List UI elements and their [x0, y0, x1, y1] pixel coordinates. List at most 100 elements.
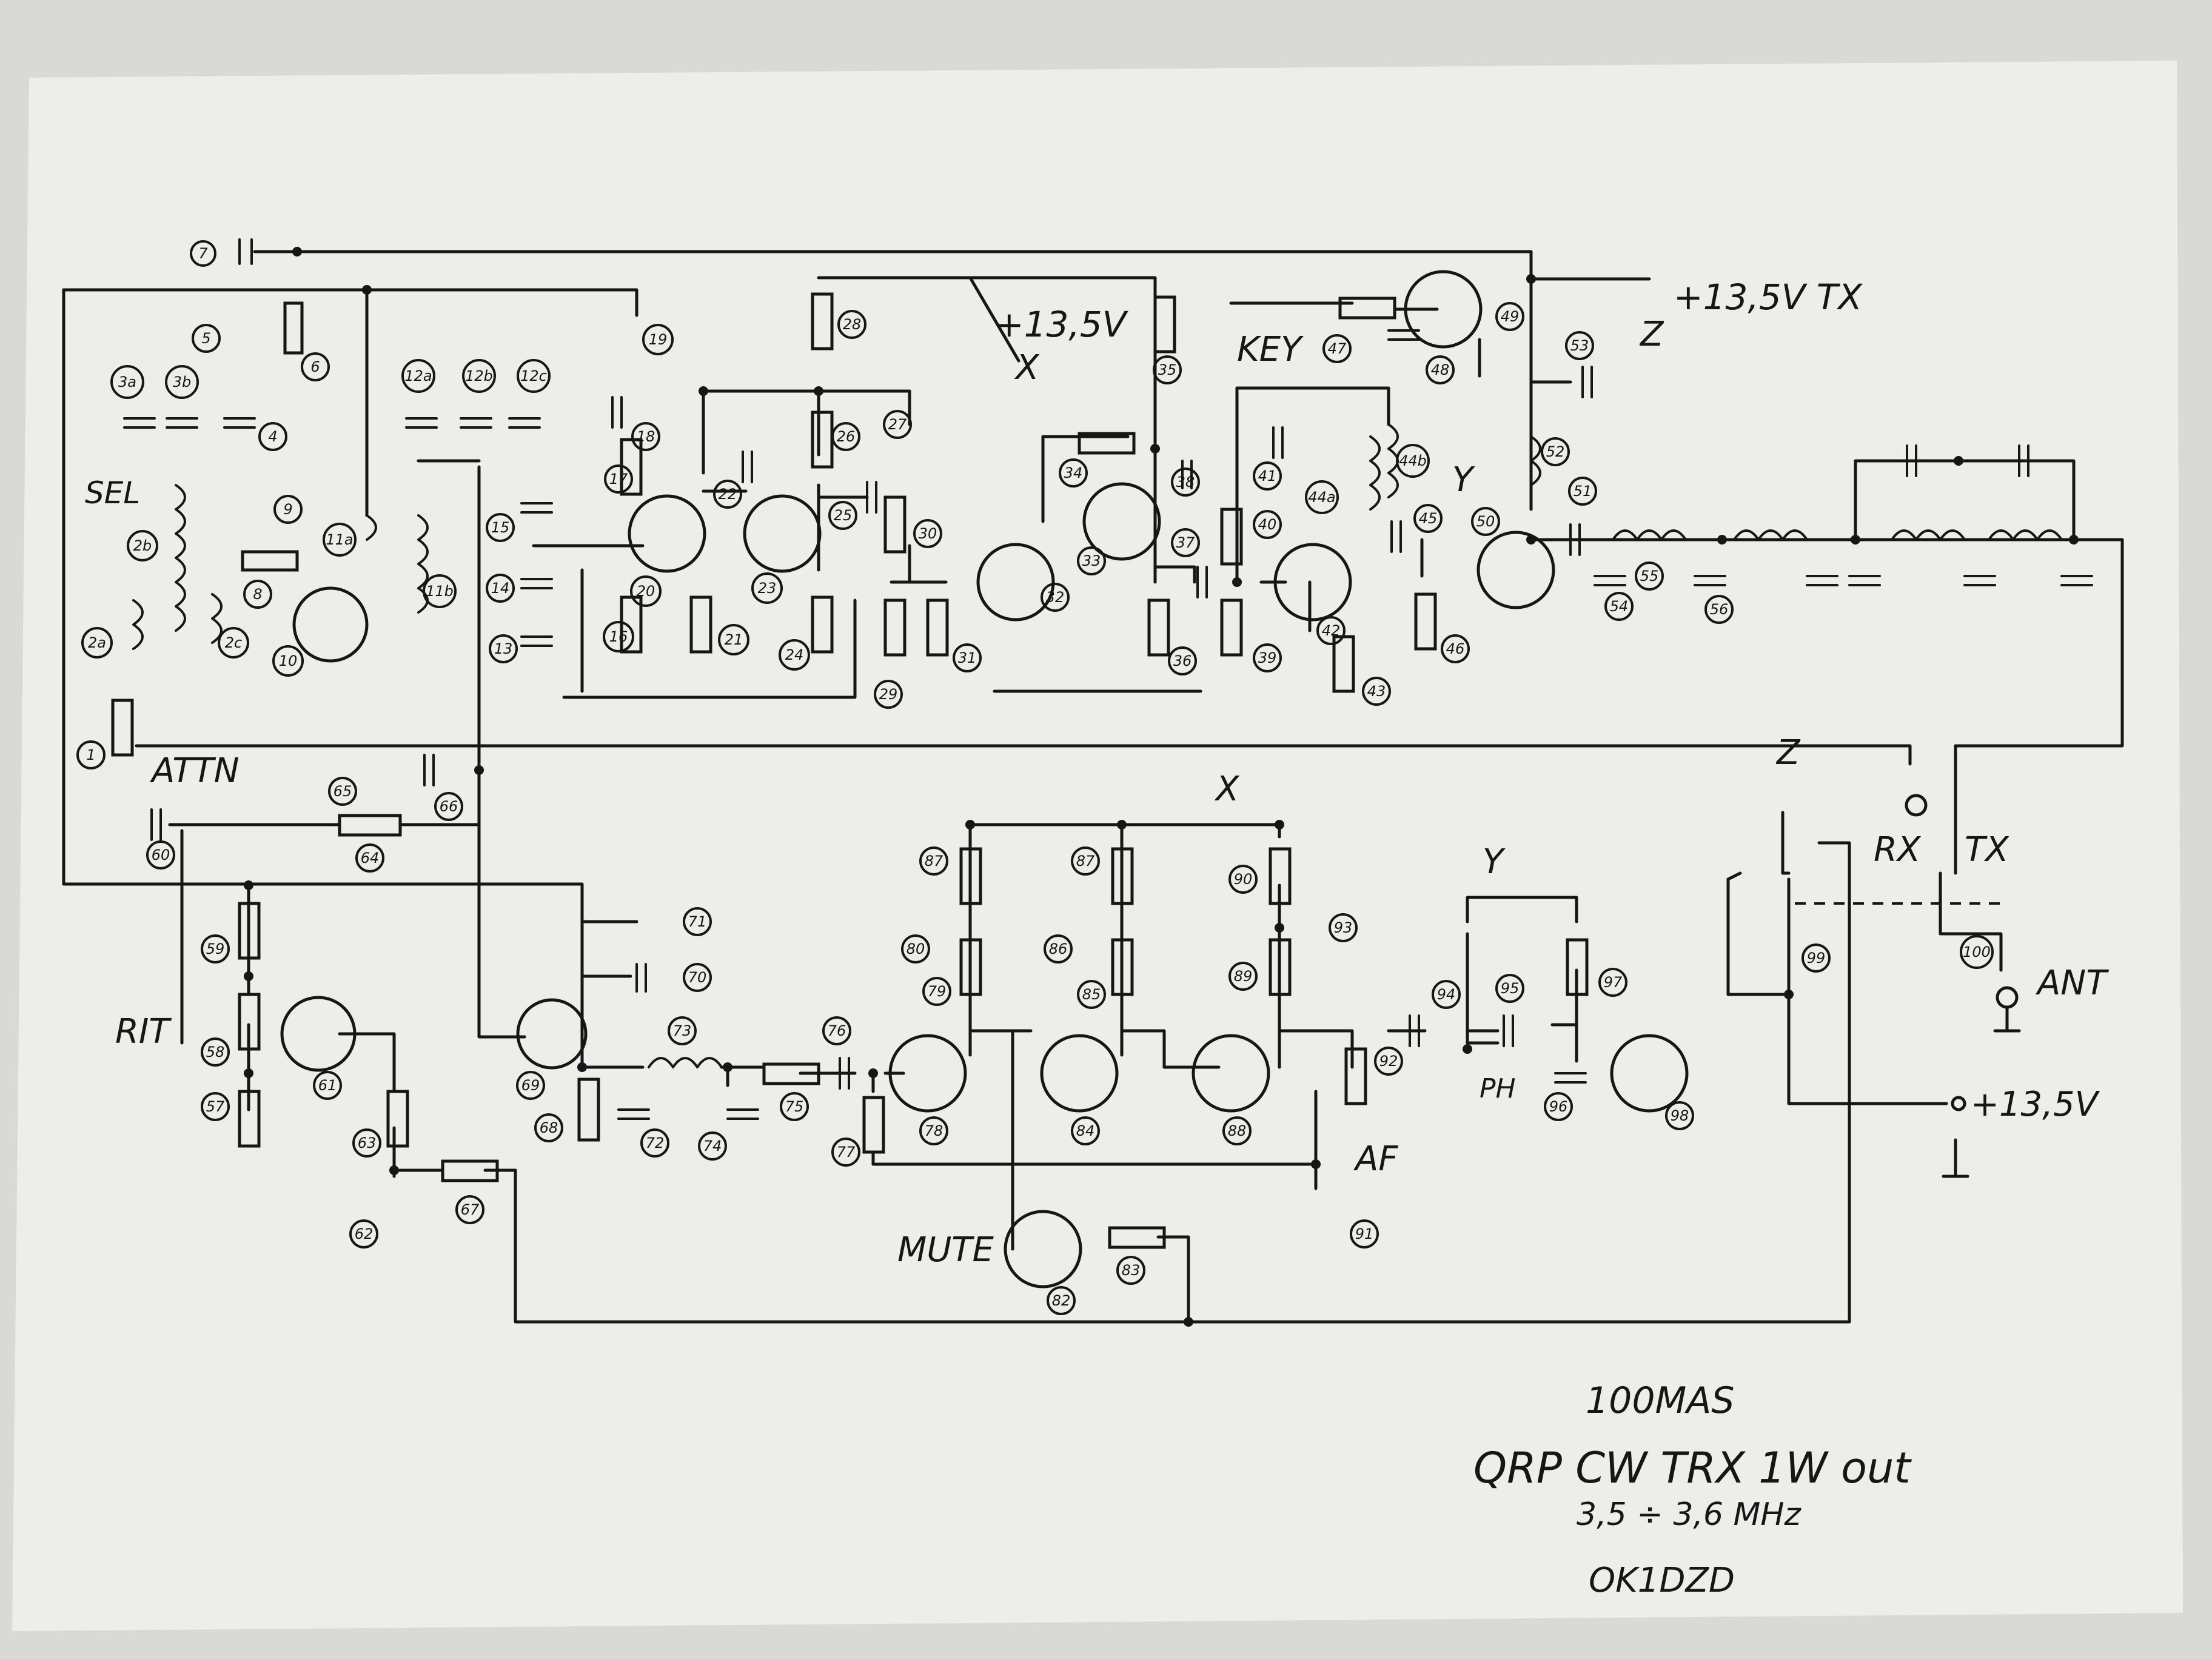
- svg-text:52: 52: [1546, 443, 1565, 460]
- svg-text:95: 95: [1501, 980, 1520, 997]
- ref-68: 68: [534, 1113, 563, 1142]
- ref-25: 25: [828, 501, 857, 530]
- svg-text:4: 4: [268, 428, 277, 445]
- ref-75: 75: [780, 1092, 809, 1121]
- svg-text:11a: 11a: [326, 531, 353, 548]
- net-y-bottom: Y: [1483, 842, 1506, 882]
- svg-text:80: 80: [907, 940, 925, 957]
- terminals: [1905, 794, 2021, 1178]
- ref-80: 80: [901, 934, 930, 964]
- svg-text:8: 8: [253, 586, 262, 603]
- svg-text:74: 74: [703, 1138, 722, 1155]
- ref-39: 39: [1253, 643, 1282, 672]
- ref-56: 56: [1704, 595, 1734, 624]
- ref-92: 92: [1374, 1047, 1403, 1076]
- ref-71: 71: [683, 907, 712, 936]
- af-label: AF: [1353, 1139, 1398, 1179]
- svg-text:36: 36: [1173, 652, 1192, 669]
- ref-30: 30: [913, 519, 942, 548]
- svg-text:87: 87: [1076, 853, 1095, 870]
- ref-28: 28: [837, 310, 866, 339]
- ref-14: 14: [486, 574, 515, 603]
- tx-label: TX: [1965, 830, 2009, 870]
- ref-40: 40: [1253, 510, 1282, 539]
- ref-62: 62: [349, 1219, 378, 1248]
- svg-text:12c: 12c: [520, 367, 547, 384]
- ref-74: 74: [698, 1131, 727, 1161]
- ref-11b: 11b: [423, 574, 457, 608]
- key-label: KEY: [1237, 330, 1304, 369]
- svg-text:29: 29: [879, 686, 898, 703]
- ref-70: 70: [683, 963, 712, 992]
- ref-42: 42: [1316, 616, 1346, 645]
- wires-top: [62, 250, 2124, 1039]
- labels: SEL ATTN RIT KEY +13,5V X +13,5V TX Z Y …: [85, 276, 2109, 1270]
- ref-72: 72: [640, 1128, 669, 1158]
- ref-66: 66: [434, 792, 463, 821]
- svg-text:44b: 44b: [1399, 452, 1427, 469]
- ref-8: 8: [243, 580, 272, 609]
- ref-43: 43: [1362, 677, 1391, 706]
- svg-text:3a: 3a: [118, 374, 136, 390]
- ref-60: 60: [146, 840, 175, 870]
- ref-24: 24: [779, 639, 810, 671]
- rit-label: RIT: [115, 1012, 172, 1051]
- svg-text:71: 71: [688, 913, 707, 930]
- svg-text:47: 47: [1328, 340, 1347, 357]
- svg-text:15: 15: [491, 519, 510, 536]
- svg-text:65: 65: [333, 783, 352, 800]
- svg-text:24: 24: [785, 646, 804, 663]
- ref-64: 64: [355, 843, 384, 873]
- svg-text:63: 63: [358, 1134, 377, 1151]
- svg-text:90: 90: [1234, 871, 1253, 888]
- model-name: 100MAS: [1586, 1379, 1734, 1422]
- svg-text:89: 89: [1234, 968, 1253, 985]
- ref-3b: 3b: [165, 365, 199, 399]
- ref-69: 69: [516, 1071, 545, 1100]
- ref-2b: 2b: [127, 530, 158, 561]
- svg-text:50: 50: [1476, 513, 1495, 530]
- ref-9: 9: [273, 495, 303, 524]
- svg-text:6: 6: [310, 358, 320, 375]
- ref-59: 59: [201, 934, 230, 964]
- ref-46: 46: [1441, 634, 1470, 663]
- net-x-top: X: [1014, 348, 1040, 387]
- ref-1: 1: [76, 740, 106, 769]
- svg-text:1: 1: [86, 746, 95, 763]
- ref-5: 5: [192, 324, 221, 353]
- ref-90: 90: [1228, 865, 1258, 894]
- svg-text:34: 34: [1064, 464, 1083, 481]
- ref-52: 52: [1541, 437, 1570, 466]
- svg-text:12a: 12a: [404, 367, 432, 384]
- ref-79: 79: [922, 977, 951, 1006]
- svg-text:58: 58: [206, 1044, 225, 1061]
- ref-65: 65: [328, 777, 357, 806]
- ref-12a: 12a: [401, 359, 435, 393]
- svg-text:44a: 44a: [1308, 489, 1335, 506]
- ref-22: 22: [713, 480, 742, 509]
- ref-78: 78: [919, 1116, 948, 1145]
- ref-63: 63: [352, 1128, 381, 1158]
- ref-77: 77: [831, 1138, 860, 1167]
- frequency-range: 3,5 ÷ 3,6 MHz: [1577, 1496, 1802, 1533]
- svg-text:100: 100: [1963, 943, 1991, 960]
- svg-text:56: 56: [1710, 601, 1729, 618]
- ref-85: 85: [1077, 980, 1106, 1009]
- svg-text:66: 66: [440, 798, 458, 815]
- svg-text:2c: 2c: [225, 634, 242, 651]
- ref-11a: 11a: [323, 523, 357, 557]
- ref-67: 67: [455, 1195, 484, 1224]
- svg-text:51: 51: [1574, 483, 1592, 500]
- svg-text:98: 98: [1671, 1107, 1689, 1124]
- supply-label-tx: +13,5V TX: [1674, 276, 1863, 318]
- paper-sheet: [12, 61, 2183, 1631]
- net-z-bottom: Z: [1775, 733, 1801, 773]
- svg-text:20: 20: [637, 583, 655, 600]
- ref-19: 19: [642, 324, 674, 355]
- ref-84: 84: [1071, 1116, 1100, 1145]
- svg-text:49: 49: [1501, 308, 1520, 325]
- ref-58: 58: [201, 1037, 230, 1067]
- svg-text:11b: 11b: [426, 583, 454, 600]
- ref-13: 13: [489, 634, 518, 663]
